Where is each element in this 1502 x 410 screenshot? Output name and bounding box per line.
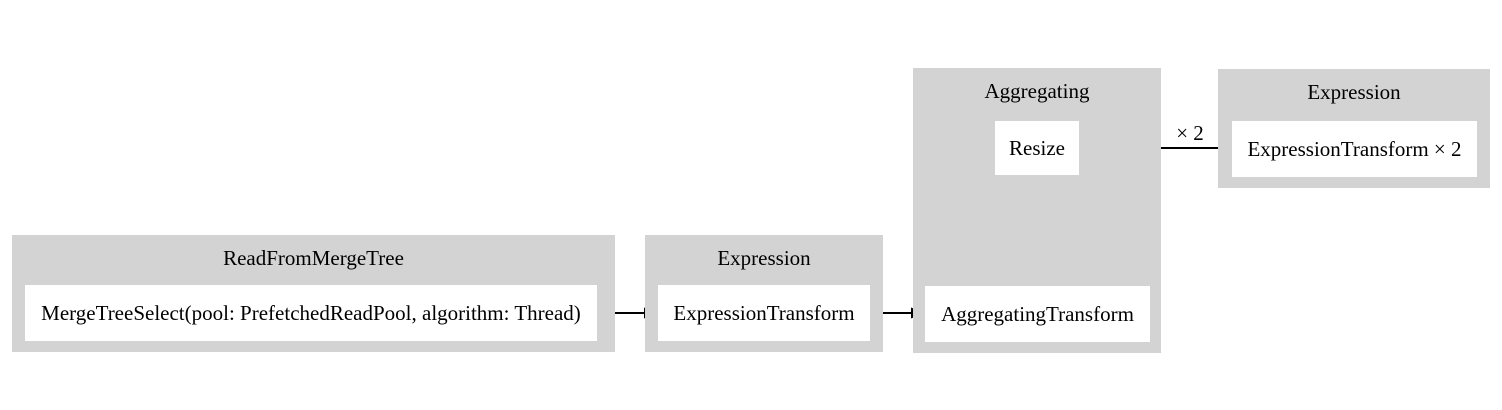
cluster-expression-1: Expression ExpressionTransform: [645, 235, 883, 352]
edge-multiplicity-label: × 2: [1176, 121, 1204, 145]
cluster-title: Expression: [717, 246, 811, 270]
cluster-title: Aggregating: [984, 79, 1090, 103]
node-mergetreeselect: MergeTreeSelect(pool: PrefetchedReadPool…: [25, 285, 597, 341]
cluster-title: Expression: [1307, 80, 1401, 104]
node-resize: Resize: [995, 121, 1079, 175]
node-expressiontransform-x2: ExpressionTransform × 2: [1232, 121, 1477, 177]
node-expressiontransform: ExpressionTransform: [658, 285, 870, 341]
cluster-aggregating: Aggregating Resize AggregatingTransform: [913, 68, 1161, 353]
cluster-expression-2: Expression ExpressionTransform × 2: [1218, 69, 1490, 188]
node-aggregatingtransform: AggregatingTransform: [925, 286, 1150, 342]
cluster-readfrommergetree: ReadFromMergeTree MergeTreeSelect(pool: …: [12, 235, 615, 352]
cluster-title: ReadFromMergeTree: [223, 246, 404, 270]
